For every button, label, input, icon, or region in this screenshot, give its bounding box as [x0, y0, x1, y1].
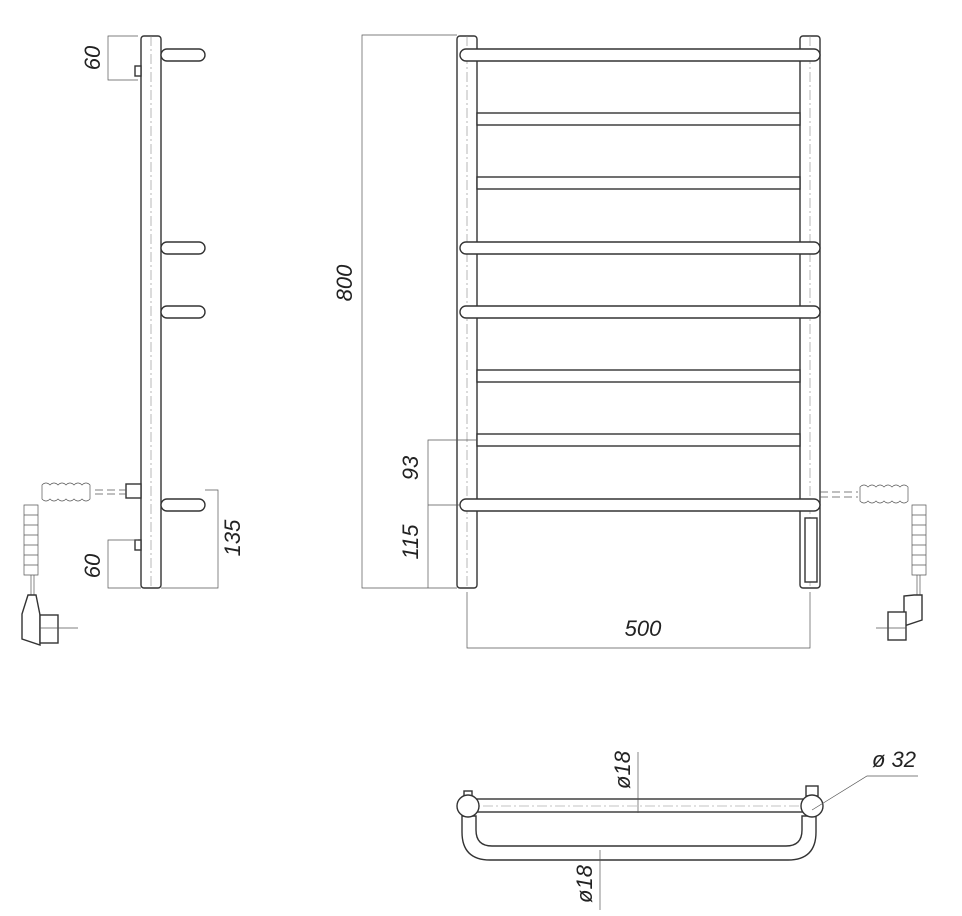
- u-rail: [461, 815, 817, 861]
- dim-spacing: 93: [398, 455, 423, 480]
- dim-side-bottom: 60: [80, 553, 105, 578]
- front-view: 800 93 115 500: [332, 34, 927, 649]
- dim-u-rail-diameter: ø18: [572, 864, 597, 903]
- dim-post-diameter: ø 32: [872, 747, 916, 772]
- dim-bottom-offset: 115: [398, 524, 423, 560]
- dim-width: 500: [625, 616, 662, 641]
- power-cord-icon: [21, 482, 126, 646]
- power-cord-icon: [820, 484, 927, 641]
- side-view: 60 60 135: [21, 35, 245, 646]
- wall-mount-top: [134, 65, 142, 77]
- top-view: ø18 ø18 ø 32: [456, 747, 918, 910]
- dim-top-rail-diameter: ø18: [610, 750, 635, 789]
- side-dimensions: [107, 35, 219, 589]
- dim-side-top: 60: [80, 45, 105, 70]
- cable-entry: [125, 483, 142, 499]
- heating-element: [804, 517, 818, 583]
- rails: [459, 48, 821, 512]
- dim-height: 800: [332, 264, 357, 301]
- left-post-section: [456, 794, 480, 818]
- side-pins: [160, 48, 206, 512]
- wall-mount-bottom: [134, 539, 142, 551]
- right-post-section: [800, 794, 824, 818]
- top-rail: [469, 798, 813, 813]
- dim-side-lower-bar: 135: [220, 519, 245, 556]
- front-dimensions: [361, 34, 811, 649]
